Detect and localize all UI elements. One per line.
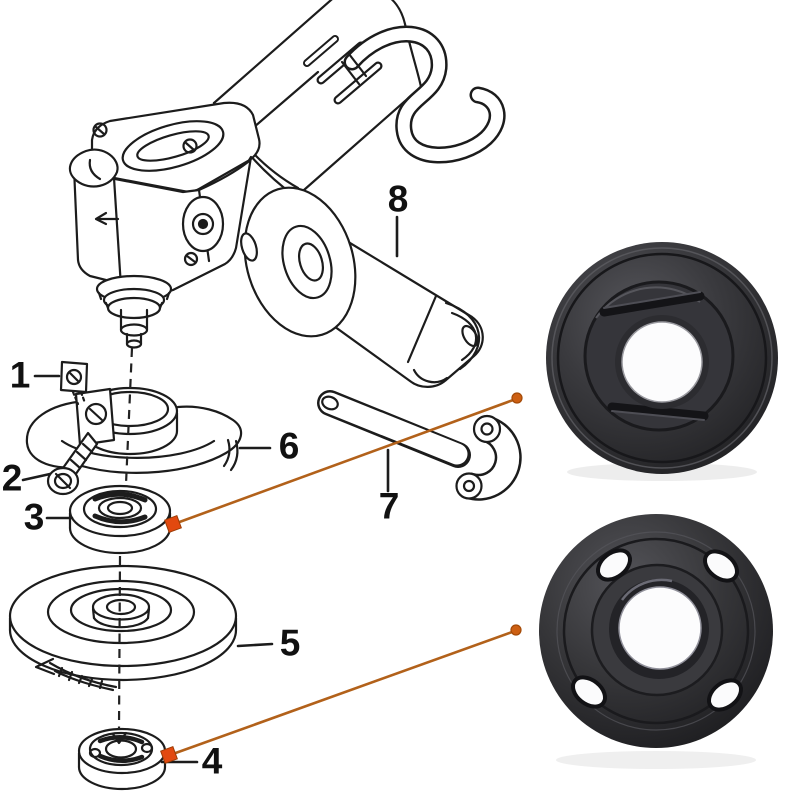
part-callout-4: 4 bbox=[201, 740, 223, 782]
callout-line-outer-flange bbox=[160, 624, 522, 764]
outer-flange-drawing bbox=[77, 727, 167, 791]
spanner-wrench-drawing bbox=[317, 390, 522, 501]
part-callout-1: 1 bbox=[9, 354, 31, 396]
part-callout-7: 7 bbox=[378, 485, 400, 527]
line-end-dot-icon bbox=[511, 392, 523, 404]
wheel-guard-drawing bbox=[25, 386, 243, 474]
part-callout-6: 6 bbox=[278, 425, 300, 467]
spindle-drawing bbox=[95, 274, 173, 349]
arrowhead-icon bbox=[164, 515, 182, 533]
guard-screw-drawing bbox=[59, 360, 89, 406]
part-callout-5: 5 bbox=[279, 622, 301, 664]
line-end-dot-icon bbox=[510, 624, 522, 636]
part-callout-3: 3 bbox=[23, 496, 45, 538]
clamp-bolt-drawing bbox=[46, 431, 99, 496]
backing-disc-drawing bbox=[8, 564, 238, 692]
side-handle-drawing bbox=[240, 186, 484, 388]
arrowhead-icon bbox=[160, 746, 178, 764]
outer-flange-lock-nut-photo bbox=[539, 514, 773, 769]
callout-line-inner-flange bbox=[164, 392, 523, 533]
grinder-body-drawing bbox=[68, 0, 506, 349]
power-cord-drawing bbox=[340, 25, 506, 164]
inner-flange-drawing bbox=[68, 484, 172, 555]
part-callout-8: 8 bbox=[387, 178, 409, 220]
inner-flange-photo bbox=[546, 242, 778, 481]
assembly-axis-dashed-line bbox=[117, 347, 134, 730]
part-callout-2: 2 bbox=[1, 457, 23, 499]
rotation-arrow bbox=[34, 657, 118, 692]
